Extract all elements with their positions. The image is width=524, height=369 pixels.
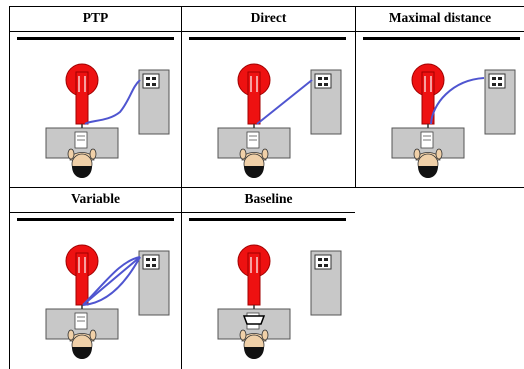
panel-scene — [17, 37, 174, 178]
cabinet-dot — [492, 83, 496, 86]
cabinet-dot — [324, 77, 328, 80]
panel-title: Direct — [182, 7, 355, 32]
person-hand — [239, 329, 247, 341]
cabinet-dot — [146, 264, 150, 267]
person-hand — [67, 148, 75, 160]
top-bar — [17, 218, 174, 221]
cabinet-dot — [318, 77, 322, 80]
cabinet-dot — [324, 258, 328, 261]
panel-maximal-distance: Maximal distance — [356, 7, 524, 187]
top-bar — [17, 37, 174, 40]
panel-scene — [17, 218, 174, 359]
cabinet-dot — [152, 83, 156, 86]
cabinet-dot — [318, 264, 322, 267]
person-hand — [261, 329, 269, 341]
cabinet-label — [314, 254, 332, 270]
panel-title: Maximal distance — [356, 7, 524, 32]
person-hair — [244, 347, 264, 359]
panel-title: PTP — [10, 7, 181, 32]
person-hair — [418, 166, 438, 178]
cabinet-dot — [146, 83, 150, 86]
top-bar — [189, 37, 346, 40]
top-bar — [189, 218, 346, 221]
panel-scene — [189, 37, 346, 178]
cabinet-dot — [498, 83, 502, 86]
robot-arm — [247, 252, 261, 306]
cable-path — [256, 79, 313, 125]
cable-path — [82, 256, 141, 306]
panel-scene — [189, 218, 346, 359]
person-hair — [244, 166, 264, 178]
grid-hline-middle — [9, 187, 524, 188]
cable-path — [82, 256, 141, 306]
cabinet-dot — [324, 83, 328, 86]
cabinet-dot — [146, 77, 150, 80]
person-hand — [89, 329, 97, 341]
panel-baseline: Baseline — [182, 188, 355, 369]
robot-arm — [247, 71, 261, 125]
robot-arm — [75, 252, 89, 306]
person-hand — [89, 148, 97, 160]
cabinet-label — [314, 73, 332, 89]
cabinet-dot — [498, 77, 502, 80]
top-bar — [363, 37, 520, 40]
panel-direct: Direct — [182, 7, 355, 187]
person-hair — [72, 347, 92, 359]
cabinet-label — [142, 254, 160, 270]
cabinet-label — [488, 73, 506, 89]
panel-title: Variable — [10, 188, 181, 213]
person-hand — [435, 148, 443, 160]
person-hand — [67, 329, 75, 341]
panel-title: Baseline — [182, 188, 355, 213]
cabinet-dot — [492, 77, 496, 80]
grid-top-border — [9, 6, 524, 7]
cabinet-dot — [152, 258, 156, 261]
person-hand — [239, 148, 247, 160]
panel-variable: Variable — [10, 188, 181, 369]
cable-path — [84, 79, 141, 125]
cabinet-label — [142, 73, 160, 89]
cabinet-dot — [318, 258, 322, 261]
cabinet-dot — [152, 77, 156, 80]
cable-path — [82, 256, 141, 306]
panel-scene — [363, 37, 520, 178]
robot-arm — [75, 71, 89, 125]
grid-vline-2 — [355, 6, 356, 188]
person-hand — [413, 148, 421, 160]
cabinet-dot — [324, 264, 328, 267]
panel-ptp: PTP — [10, 7, 181, 187]
person-hair — [72, 166, 92, 178]
person-hand — [261, 148, 269, 160]
cable-path — [430, 77, 485, 125]
cabinet-dot — [146, 258, 150, 261]
cabinet-dot — [318, 83, 322, 86]
gripper — [242, 315, 266, 325]
cabinet-dot — [152, 264, 156, 267]
